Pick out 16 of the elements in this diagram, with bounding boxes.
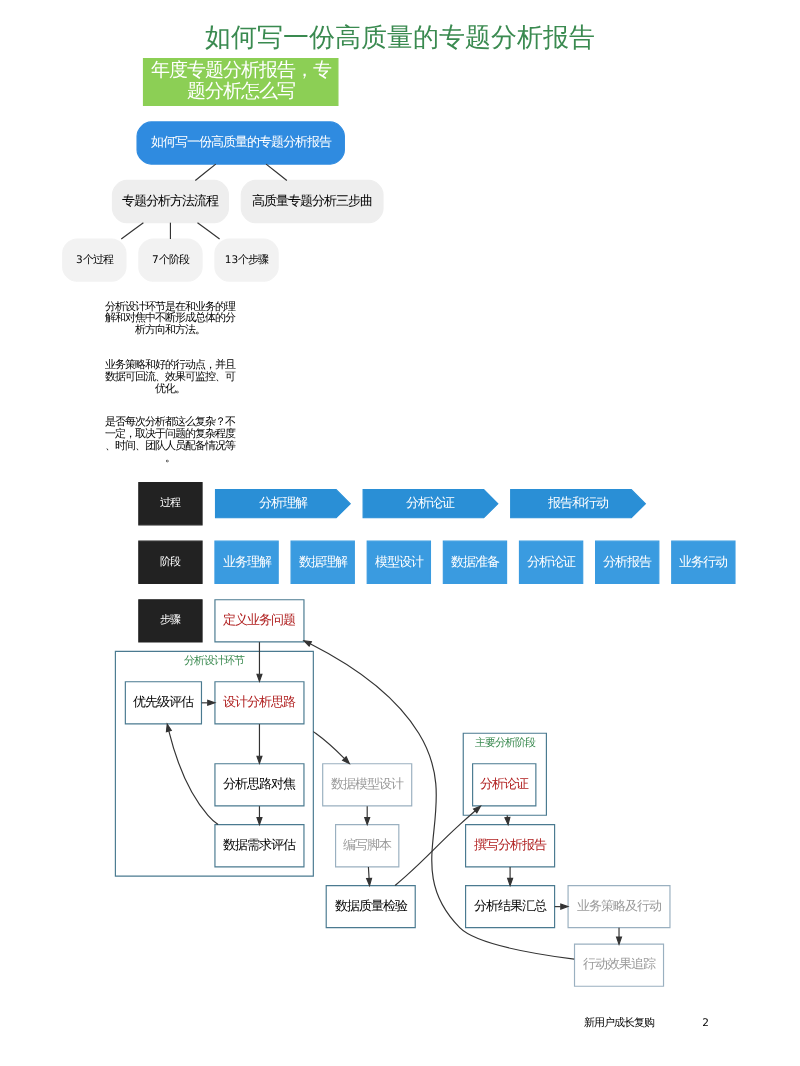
arrow bbox=[394, 805, 482, 887]
connector bbox=[196, 222, 221, 240]
arrow bbox=[302, 640, 575, 960]
arrow bbox=[504, 814, 511, 827]
connector bbox=[265, 163, 288, 182]
connector bbox=[194, 163, 217, 182]
arrow bbox=[312, 731, 351, 765]
diagram-title: 如何写一份高质量的专题分析报告 bbox=[205, 24, 595, 55]
connector bbox=[120, 222, 144, 240]
arrow bbox=[256, 641, 263, 684]
label: 年度专题分析报告，专题分析怎么写 bbox=[150, 59, 331, 104]
arrow bbox=[615, 927, 623, 946]
arrow bbox=[256, 723, 263, 766]
arrow bbox=[165, 722, 219, 826]
arrow bbox=[365, 866, 373, 888]
arrow bbox=[506, 866, 514, 888]
